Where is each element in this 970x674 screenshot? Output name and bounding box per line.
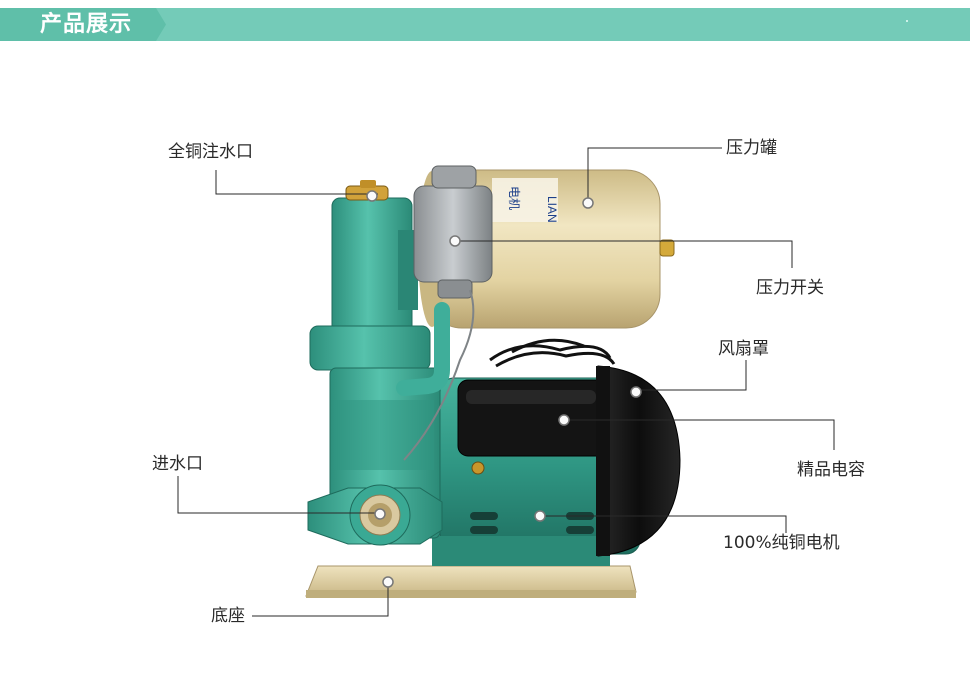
header-tab	[0, 8, 166, 41]
section-title: 产品展示	[40, 12, 133, 37]
callout-pressure-tank: 压力罐	[726, 138, 777, 158]
pump-base	[305, 565, 637, 598]
callout-base: 底座	[211, 606, 245, 626]
pressure-switch	[403, 165, 493, 461]
header-dot	[906, 20, 908, 22]
capacitor	[457, 379, 609, 475]
callout-capacitor: 精品电容	[797, 460, 865, 480]
callout-pressure-switch: 压力开关	[756, 278, 824, 298]
callout-copper-motor: 100%纯铜电机	[723, 533, 840, 553]
fan-cover	[596, 365, 681, 557]
callout-leaders	[177, 147, 835, 617]
power-cable	[489, 338, 616, 368]
tank-logo-text: LIAN	[545, 196, 559, 223]
callout-copper-inlet: 全铜注水口	[168, 142, 253, 162]
tank-model-text: 电机	[507, 186, 521, 210]
callout-water-inlet: 进水口	[152, 454, 203, 474]
marker-dots	[366, 190, 642, 588]
callout-fan-cover: 风扇罩	[718, 339, 769, 359]
section-header-banner: 产品展示	[0, 8, 970, 41]
